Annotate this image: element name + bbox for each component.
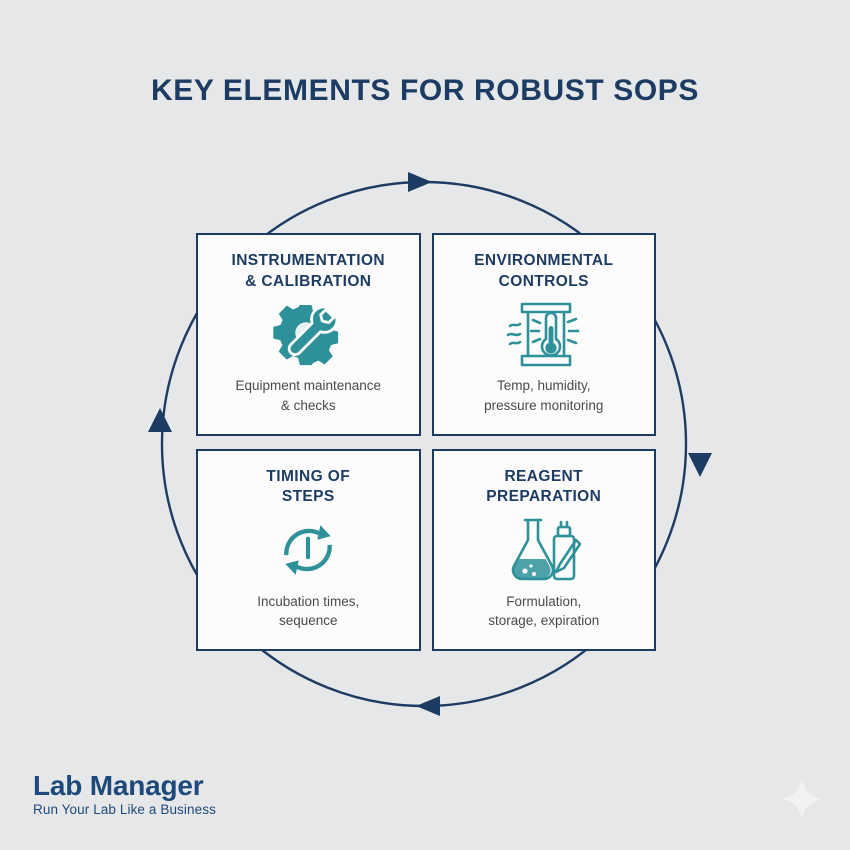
brand-tagline: Run Your Lab Like a Business bbox=[33, 802, 216, 817]
gear-wrench-icon bbox=[208, 293, 409, 377]
brand-name: Lab Manager bbox=[33, 769, 204, 801]
brand-block: Lab Manager Run Your Lab Like a Business bbox=[33, 769, 216, 817]
card-environmental-controls[interactable]: ENVIRONMENTAL CONTROLS bbox=[431, 233, 656, 436]
card-description: Equipment maintenance & checks bbox=[235, 378, 382, 413]
card-description: Incubation times, sequence bbox=[257, 593, 360, 629]
card-title: REAGENT PREPARATION bbox=[486, 467, 602, 506]
cycle-clock-icon bbox=[208, 508, 409, 592]
card-title: INSTRUMENTATION & CALIBRATION bbox=[231, 252, 386, 290]
card-title: ENVIRONMENTAL CONTROLS bbox=[474, 252, 614, 290]
card-description: Formulation, storage, expiration bbox=[488, 593, 600, 629]
card-title: TIMING OF STEPS bbox=[266, 467, 351, 506]
cycle-arrow-right bbox=[688, 453, 712, 477]
card-instrumentation-calibration[interactable]: INSTRUMENTATION & CALIBRATION Equipment … bbox=[196, 233, 421, 436]
cycle-arrow-left bbox=[148, 408, 172, 432]
card-reagent-preparation[interactable]: REAGENT PREPARATION bbox=[431, 448, 656, 651]
page-title: KEY ELEMENTS FOR ROBUST SOPS bbox=[151, 74, 699, 107]
cycle-arrow-top bbox=[408, 172, 432, 192]
sparkle-icon bbox=[781, 778, 823, 820]
flask-dropper-icon bbox=[444, 508, 645, 592]
card-timing-of-steps[interactable]: TIMING OF STEPS Incubation times, bbox=[196, 448, 421, 651]
card-description: Temp, humidity, pressure monitoring bbox=[484, 378, 604, 413]
thermometer-chamber-icon bbox=[444, 293, 645, 377]
cycle-arrow bbox=[285, 560, 299, 575]
cycle-arrow-bottom bbox=[416, 696, 440, 716]
cycle-arrow bbox=[317, 525, 331, 540]
card-grid: INSTRUMENTATION & CALIBRATION Equipment … bbox=[196, 233, 656, 651]
